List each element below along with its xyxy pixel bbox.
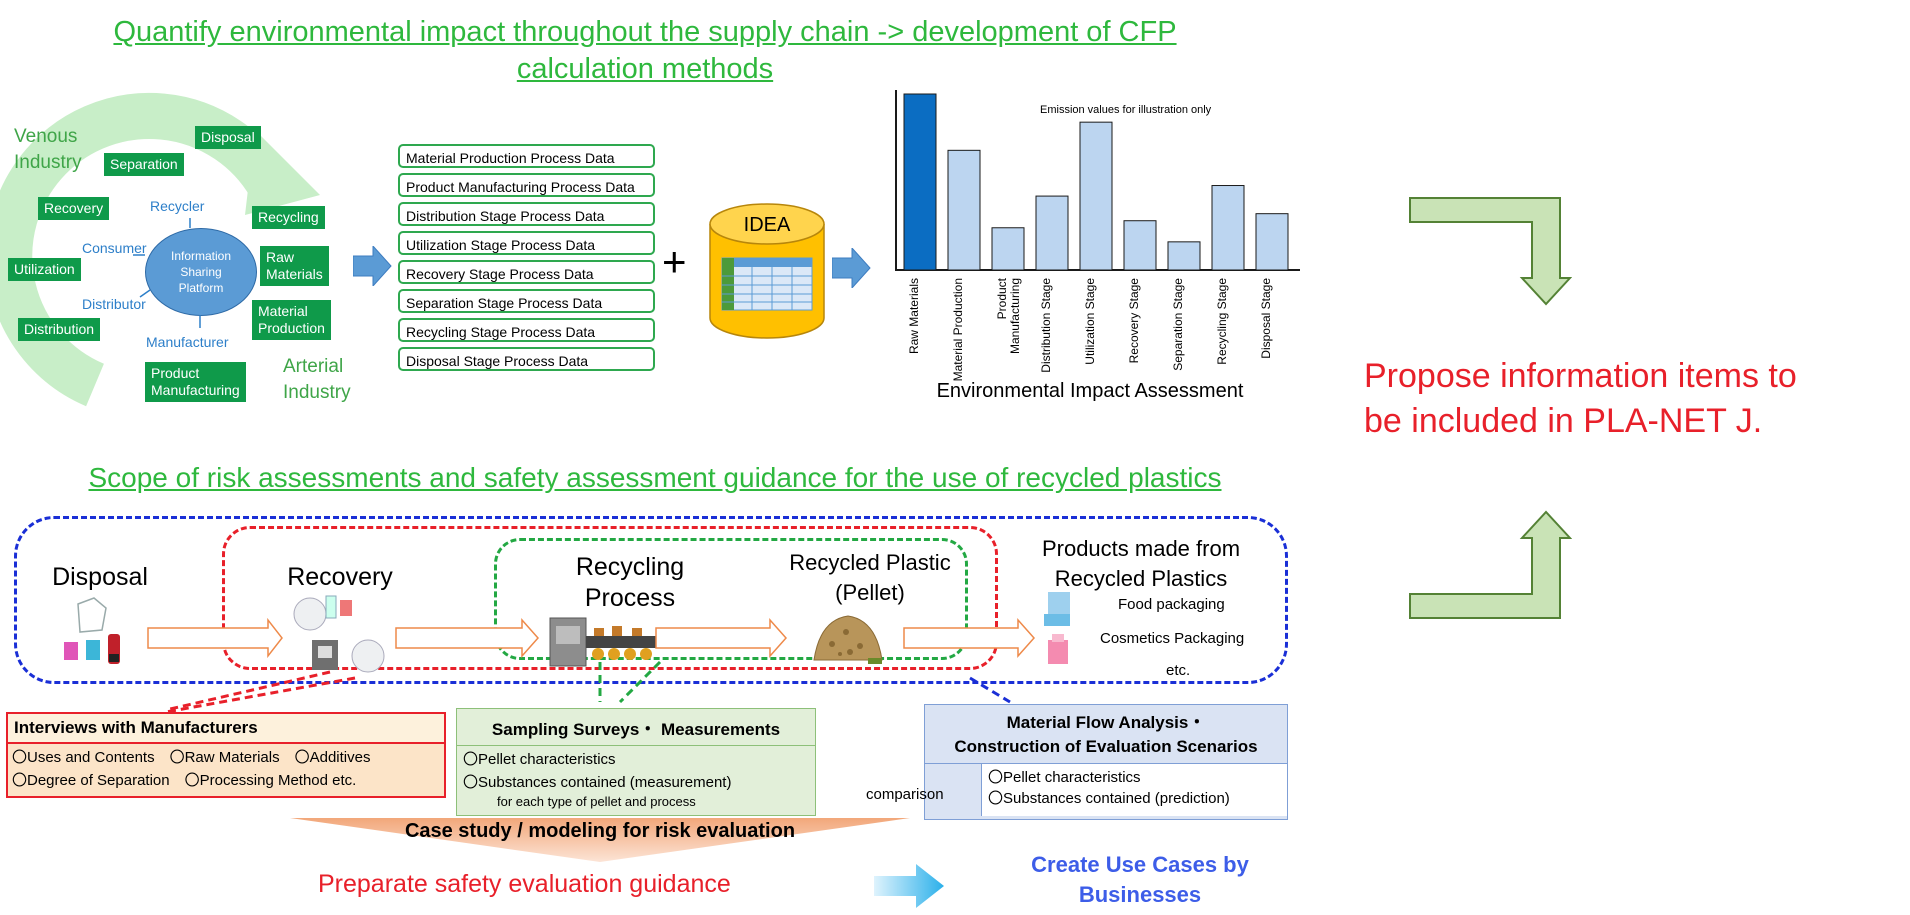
cycle-box-material-production: Material Production [252, 300, 331, 340]
arrow-to-process-data [353, 246, 392, 286]
cycle-box-recycling: Recycling [252, 206, 325, 229]
recycling-machine-icon [549, 617, 664, 667]
role-recycler: Recycler [150, 198, 205, 214]
role-consumer: Consumer [82, 240, 147, 256]
arrow-to-chart [832, 248, 871, 288]
chart-bar [1123, 220, 1157, 271]
chart-bar [1255, 213, 1289, 271]
idea-database-icon [709, 203, 825, 339]
product-item-food: Food packaging [1118, 596, 1225, 613]
cycle-box-product-manufacturing: Product Manufacturing [145, 362, 246, 402]
cycle-box-raw-materials: Raw Materials [260, 246, 329, 286]
idea-label: IDEA [743, 214, 791, 236]
cycle-box-utilization: Utilization [8, 258, 81, 281]
mfa-details: 〇Pellet characteristics 〇Substances cont… [981, 764, 1287, 816]
interviews-line1: 〇Uses and Contents 〇Raw Materials 〇Addit… [12, 749, 371, 766]
bottom-title: Scope of risk assessments and safety ass… [88, 462, 1222, 493]
product-item-cosmetics: Cosmetics Packaging [1100, 630, 1245, 647]
top-title-line1: Quantify environmental impact throughout… [113, 16, 1177, 48]
case-study-label: Case study / modeling for risk evaluatio… [404, 820, 796, 842]
cycle-box-separation: Separation [104, 153, 184, 176]
process-data-product-manufacturing: Product Manufacturing Process Data [398, 173, 655, 197]
plus-sign: + [662, 238, 687, 285]
mfa-line1: 〇Pellet characteristics [988, 769, 1141, 786]
sampling-line3: for each type of pellet and process [497, 794, 696, 809]
platform-label: Information Sharing Platform [170, 249, 232, 295]
arterial-industry-label: Arterial Industry [283, 356, 351, 403]
top-title-line2: calculation methods [516, 53, 774, 85]
stage-products: Products made from Recycled Plastics [1041, 536, 1241, 591]
scope-frame-green [494, 538, 968, 660]
chart-bar [947, 149, 981, 271]
sampling-box: Sampling Surveys・ Measurements 〇Pellet c… [456, 708, 816, 816]
interviews-box: Interviews with Manufacturers 〇Uses and … [6, 712, 446, 798]
role-distributor: Distributor [82, 296, 146, 312]
process-data-recovery: Recovery Stage Process Data [398, 260, 655, 284]
cycle-box-disposal: Disposal [195, 126, 261, 149]
process-data-distribution: Distribution Stage Process Data [398, 202, 655, 226]
scope-frame-red [222, 526, 998, 670]
disposal-icon [64, 597, 120, 664]
guidance-label: Preparate safety evaluation guidance [318, 870, 731, 898]
stage-recycled-plastic: Recycled Plastic (Pellet) [789, 550, 951, 605]
mfa-title: Material Flow Analysis・ Construction of … [925, 705, 1287, 764]
sampling-title: Sampling Surveys・ Measurements [457, 709, 815, 746]
stage-recycling-process: Recycling Process [575, 553, 685, 612]
chart-bar [903, 93, 937, 271]
process-data-disposal: Disposal Stage Process Data [398, 347, 655, 371]
elbow-arrow-down [1409, 197, 1572, 306]
sampling-line1: 〇Pellet characteristics [463, 751, 616, 768]
chart-bar [1035, 195, 1069, 271]
comparison-label: comparison [866, 786, 944, 803]
top-title: Quantify environmental impact throughout… [60, 14, 1230, 88]
recovery-icon [293, 595, 385, 673]
venous-industry-label: Venous Industry [14, 126, 82, 173]
process-arrows [147, 617, 1036, 659]
chart-bar [991, 227, 1025, 271]
use-cases-label: Create Use Cases by Businesses [1031, 852, 1249, 907]
chart-bar [1211, 185, 1245, 271]
process-data-material-production: Material Production Process Data [398, 144, 655, 168]
scope-frame-blue [14, 516, 1288, 684]
chart-bar [1079, 121, 1113, 271]
interviews-line2: 〇Degree of Separation 〇Processing Method… [12, 772, 357, 789]
mfa-box: Material Flow Analysis・ Construction of … [924, 704, 1288, 820]
cycle-box-distribution: Distribution [18, 318, 101, 341]
elbow-arrow-up [1409, 510, 1572, 619]
products-icon [1044, 592, 1070, 664]
product-item-etc: etc. [1166, 662, 1191, 679]
chart-note: Emission values for illustration only [1040, 104, 1212, 116]
sampling-line2: 〇Substances contained (measurement) [463, 774, 732, 791]
interviews-title: Interviews with Manufacturers [8, 714, 444, 744]
guidance-arrow [874, 864, 944, 908]
impact-chart [895, 90, 1300, 271]
connector-lines [165, 660, 1011, 714]
chart-caption: Environmental Impact Assessment [936, 380, 1244, 402]
propose-text: Propose information items to be included… [1364, 357, 1797, 440]
cycle-box-recovery: Recovery [38, 197, 110, 220]
role-arrows [133, 218, 201, 328]
stage-disposal: Disposal [52, 563, 148, 591]
role-manufacturer: Manufacturer [146, 334, 229, 350]
process-data-separation: Separation Stage Process Data [398, 289, 655, 313]
mfa-line2: 〇Substances contained (prediction) [988, 790, 1230, 807]
process-data-recycling: Recycling Stage Process Data [398, 318, 655, 342]
chart-bar [1167, 241, 1201, 271]
stage-recovery: Recovery [287, 563, 393, 591]
process-data-utilization: Utilization Stage Process Data [398, 231, 655, 255]
information-sharing-platform: Information Sharing Platform [145, 228, 257, 316]
case-study-wedge [290, 818, 910, 862]
pellet-pile-icon [813, 615, 883, 664]
